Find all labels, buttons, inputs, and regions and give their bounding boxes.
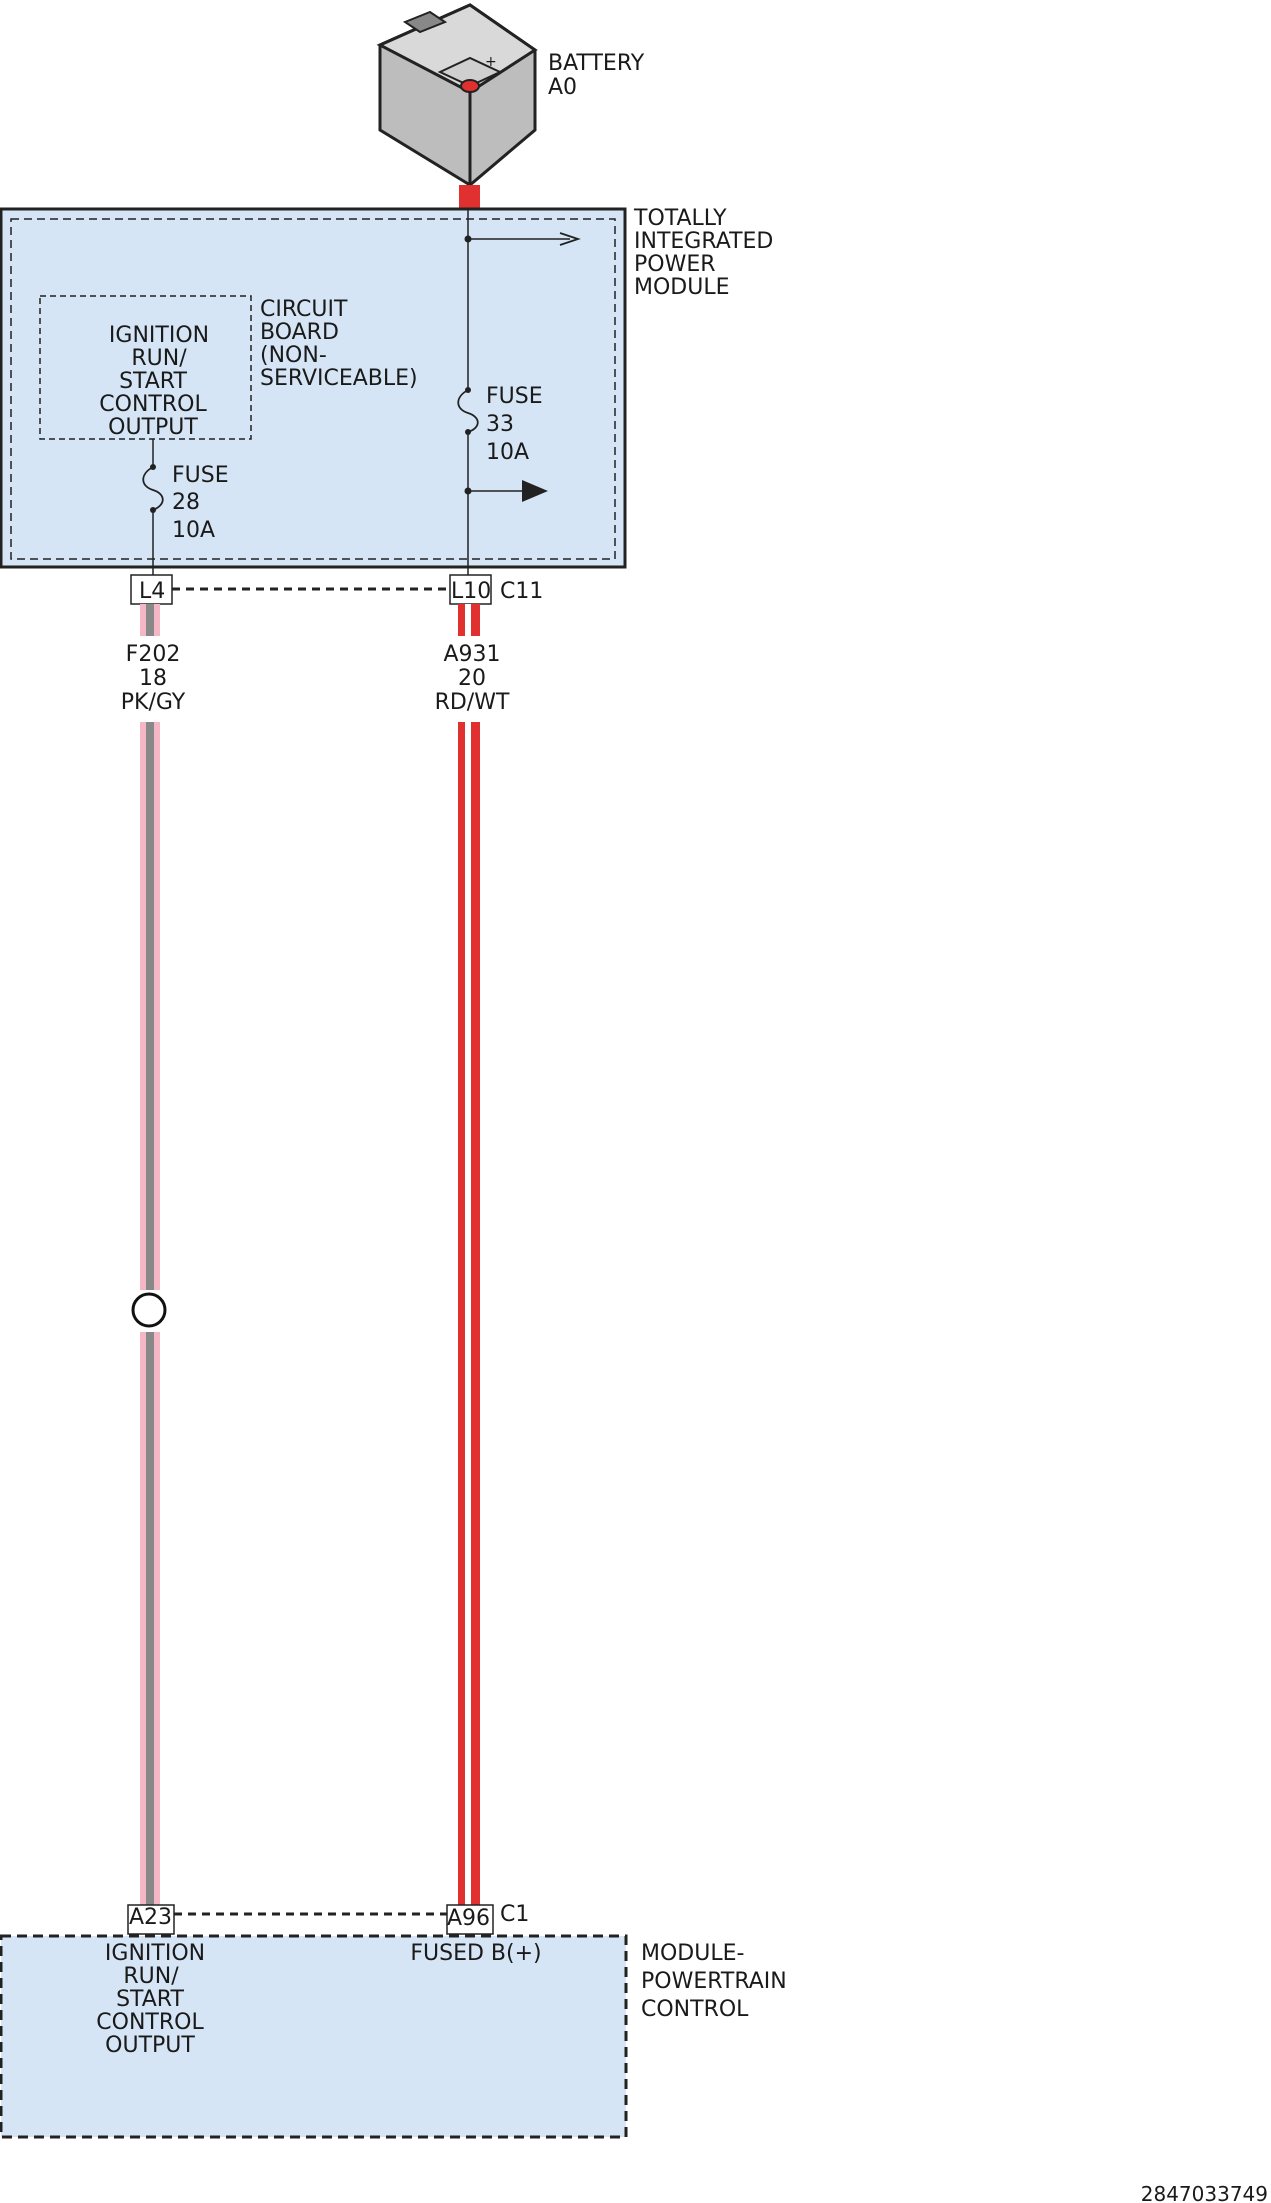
ignition-output-4: CONTROL xyxy=(99,392,207,417)
pin-l10-label: L10 xyxy=(451,579,491,604)
ignition-output-1: IGNITION xyxy=(109,323,209,348)
pin-a96-label: A96 xyxy=(447,1906,490,1931)
wire-a931 xyxy=(458,604,480,1905)
wire-a931-color: RD/WT xyxy=(435,690,510,715)
wire-f202 xyxy=(140,604,160,1905)
wire-a931-gauge: 20 xyxy=(458,666,486,691)
connector-c1-label: C1 xyxy=(500,1902,529,1927)
pcm-module xyxy=(0,1934,628,2139)
fuse-28-label: FUSE xyxy=(172,463,229,488)
tipm-module xyxy=(0,207,627,569)
fuse-33-rating: 10A xyxy=(486,440,529,465)
ignition-output-5: OUTPUT xyxy=(108,415,198,440)
wire-f202-circuit: F202 xyxy=(126,642,181,667)
connector-c11-label: C11 xyxy=(500,579,543,604)
fuse-33-icon xyxy=(457,389,479,433)
ignition-output-3: START xyxy=(119,369,187,394)
connector-c11-pin-l4 xyxy=(130,574,173,605)
pcm-pin-a23-desc-5: OUTPUT xyxy=(105,2033,195,2058)
circuit-board-label-4: SERVICEABLE) xyxy=(260,366,418,391)
pin-a23-label: A23 xyxy=(129,1905,172,1930)
circuit-board-label-2: BOARD xyxy=(260,320,339,345)
tipm-label-1: TOTALLY xyxy=(633,206,727,231)
pcm-pin-a23-desc-4: CONTROL xyxy=(96,2010,204,2035)
pcm-pin-a96-desc: FUSED B(+) xyxy=(410,1941,541,1966)
tipm-label-4: MODULE xyxy=(634,275,730,300)
pcm-label-3: CONTROL xyxy=(641,1997,749,2022)
pcm-pin-a23-desc-2: RUN/ xyxy=(123,1964,179,1989)
pin-l4-label: L4 xyxy=(139,579,165,604)
wire-f202-color: PK/GY xyxy=(121,690,186,715)
splice-arrow-filled xyxy=(522,480,548,502)
diagram-id: 2847033749 xyxy=(1141,2182,1268,2203)
battery-name: BATTERY xyxy=(548,51,645,76)
battery-id: A0 xyxy=(548,75,577,100)
battery-icon: + xyxy=(376,3,538,187)
wire-f202-gauge: 18 xyxy=(139,666,167,691)
fuse-28-number: 28 xyxy=(172,490,200,515)
circuit-board-box xyxy=(39,295,252,440)
fuse-28-icon xyxy=(142,466,164,511)
connector-c1-pin-a96 xyxy=(446,1904,494,1935)
circuit-board-label-1: CIRCUIT xyxy=(260,297,348,322)
fuse-33-label: FUSE xyxy=(486,384,543,409)
ignition-output-2: RUN/ xyxy=(131,346,187,371)
tipm-inner-border xyxy=(10,218,616,560)
splice-arrow-open xyxy=(559,232,581,246)
circuit-board-label-3: (NON- xyxy=(260,343,327,368)
connector-c1-pin-a23 xyxy=(127,1904,175,1935)
wire-a931-circuit: A931 xyxy=(443,642,500,667)
pcm-label-1: MODULE- xyxy=(641,1941,744,1966)
pcm-label-2: POWERTRAIN xyxy=(641,1969,787,1994)
tipm-label-3: POWER xyxy=(634,252,716,277)
fuse-28-rating: 10A xyxy=(172,518,215,543)
battery-terminal xyxy=(459,185,480,209)
pcm-pin-a23-desc-3: START xyxy=(116,1987,184,2012)
fuse-33-number: 33 xyxy=(486,412,514,437)
wire-splice-circle xyxy=(131,1292,167,1328)
tipm-label-2: INTEGRATED xyxy=(634,229,773,254)
svg-text:+: + xyxy=(485,54,497,70)
pcm-pin-a23-desc-1: IGNITION xyxy=(105,1941,205,1966)
